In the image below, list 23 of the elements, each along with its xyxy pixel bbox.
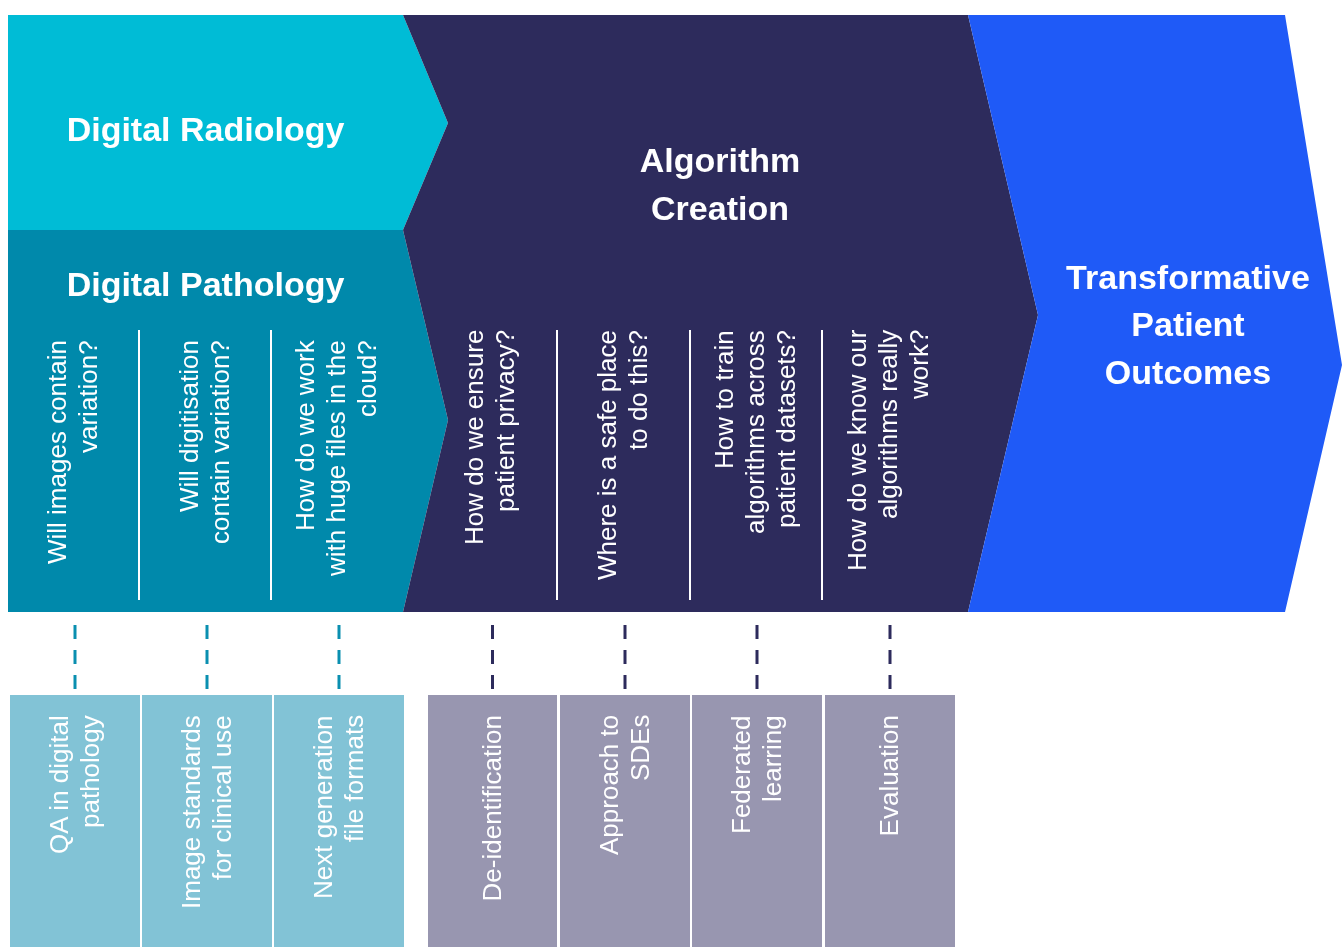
question-text: Will digitisation contain variation? [173,340,236,546]
topic-box [428,695,557,947]
topic-text: Federated learring [725,715,788,836]
stage-title: Transformative Patient Outcomes [1065,256,1311,393]
stage-title: Digital Radiology [65,109,346,151]
topic-box [692,695,822,947]
topic-text: Evaluation [874,715,906,837]
stage-title: Algorithm Creation [638,140,802,229]
topic-box [825,695,955,947]
question-text: How to train algorithms across patient datasets? [709,330,803,536]
topic-box [142,695,272,947]
question-text: How do we ensure patient privacy? [459,330,522,548]
question-text: How do we know our algorithms really work? [841,330,936,574]
question-text: Where is a safe place to do this? [592,330,655,582]
question-text: How do we work with huge files in the cloud? [290,340,384,578]
topic-box [274,695,404,947]
stage-title: Digital Pathology [65,264,346,306]
topic-text: De-identification [476,715,508,902]
topic-text: Approach to SDEs [593,715,656,858]
topic-box [560,695,690,947]
question-text: Will images contain variation? [42,340,105,566]
topic-text: QA in digital pathology [43,715,106,856]
topic-box [10,695,140,947]
